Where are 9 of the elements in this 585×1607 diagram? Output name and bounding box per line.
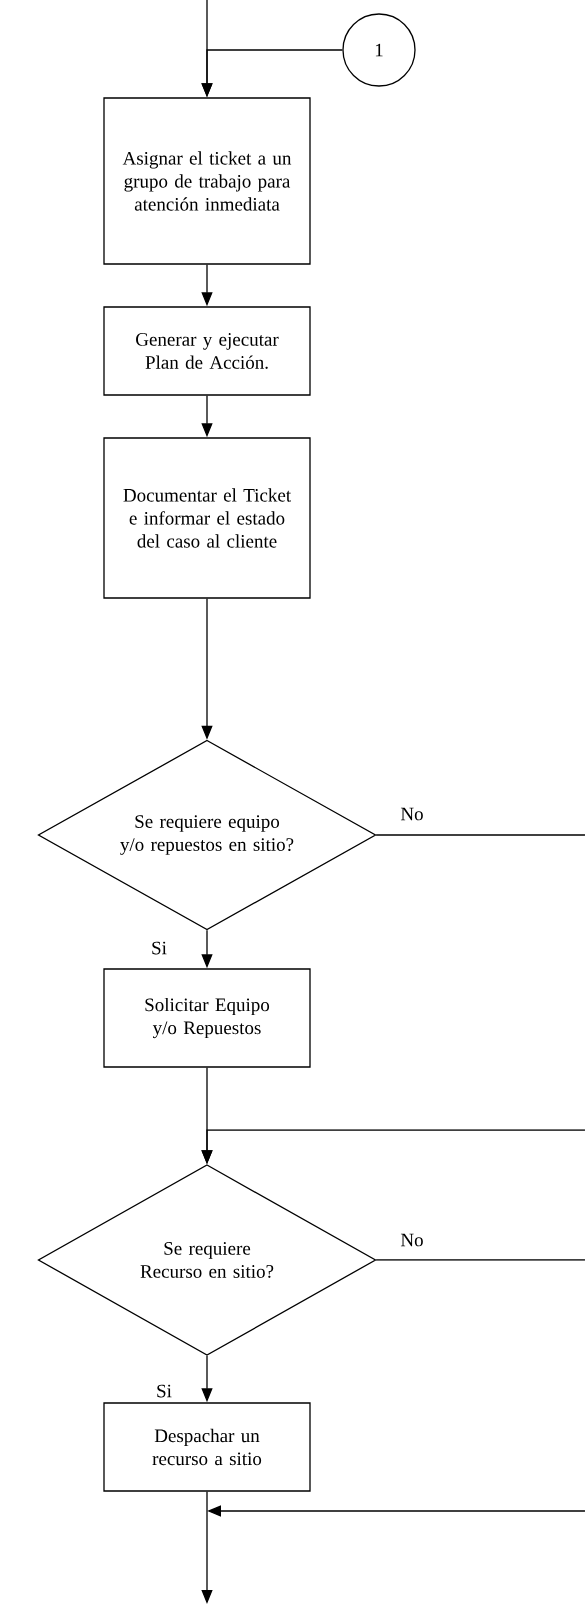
edge-label: No bbox=[399, 806, 425, 822]
edge-label: Si bbox=[155, 1383, 173, 1399]
process-box: Generar y ejecutar Plan de Acción. bbox=[103, 306, 311, 396]
process-box: Documentar el Ticket e informar el estado del caso al cliente bbox=[103, 437, 311, 599]
edge-label: Si bbox=[150, 940, 168, 956]
edge-label: No bbox=[399, 1232, 425, 1248]
process-box: Despachar un recurso a sitio bbox=[103, 1402, 311, 1492]
process-box: Solicitar Equipo y/o Repuestos bbox=[103, 968, 311, 1068]
process-box: Asignar el ticket a un grupo de trabajo para atención inmediata bbox=[103, 97, 311, 265]
